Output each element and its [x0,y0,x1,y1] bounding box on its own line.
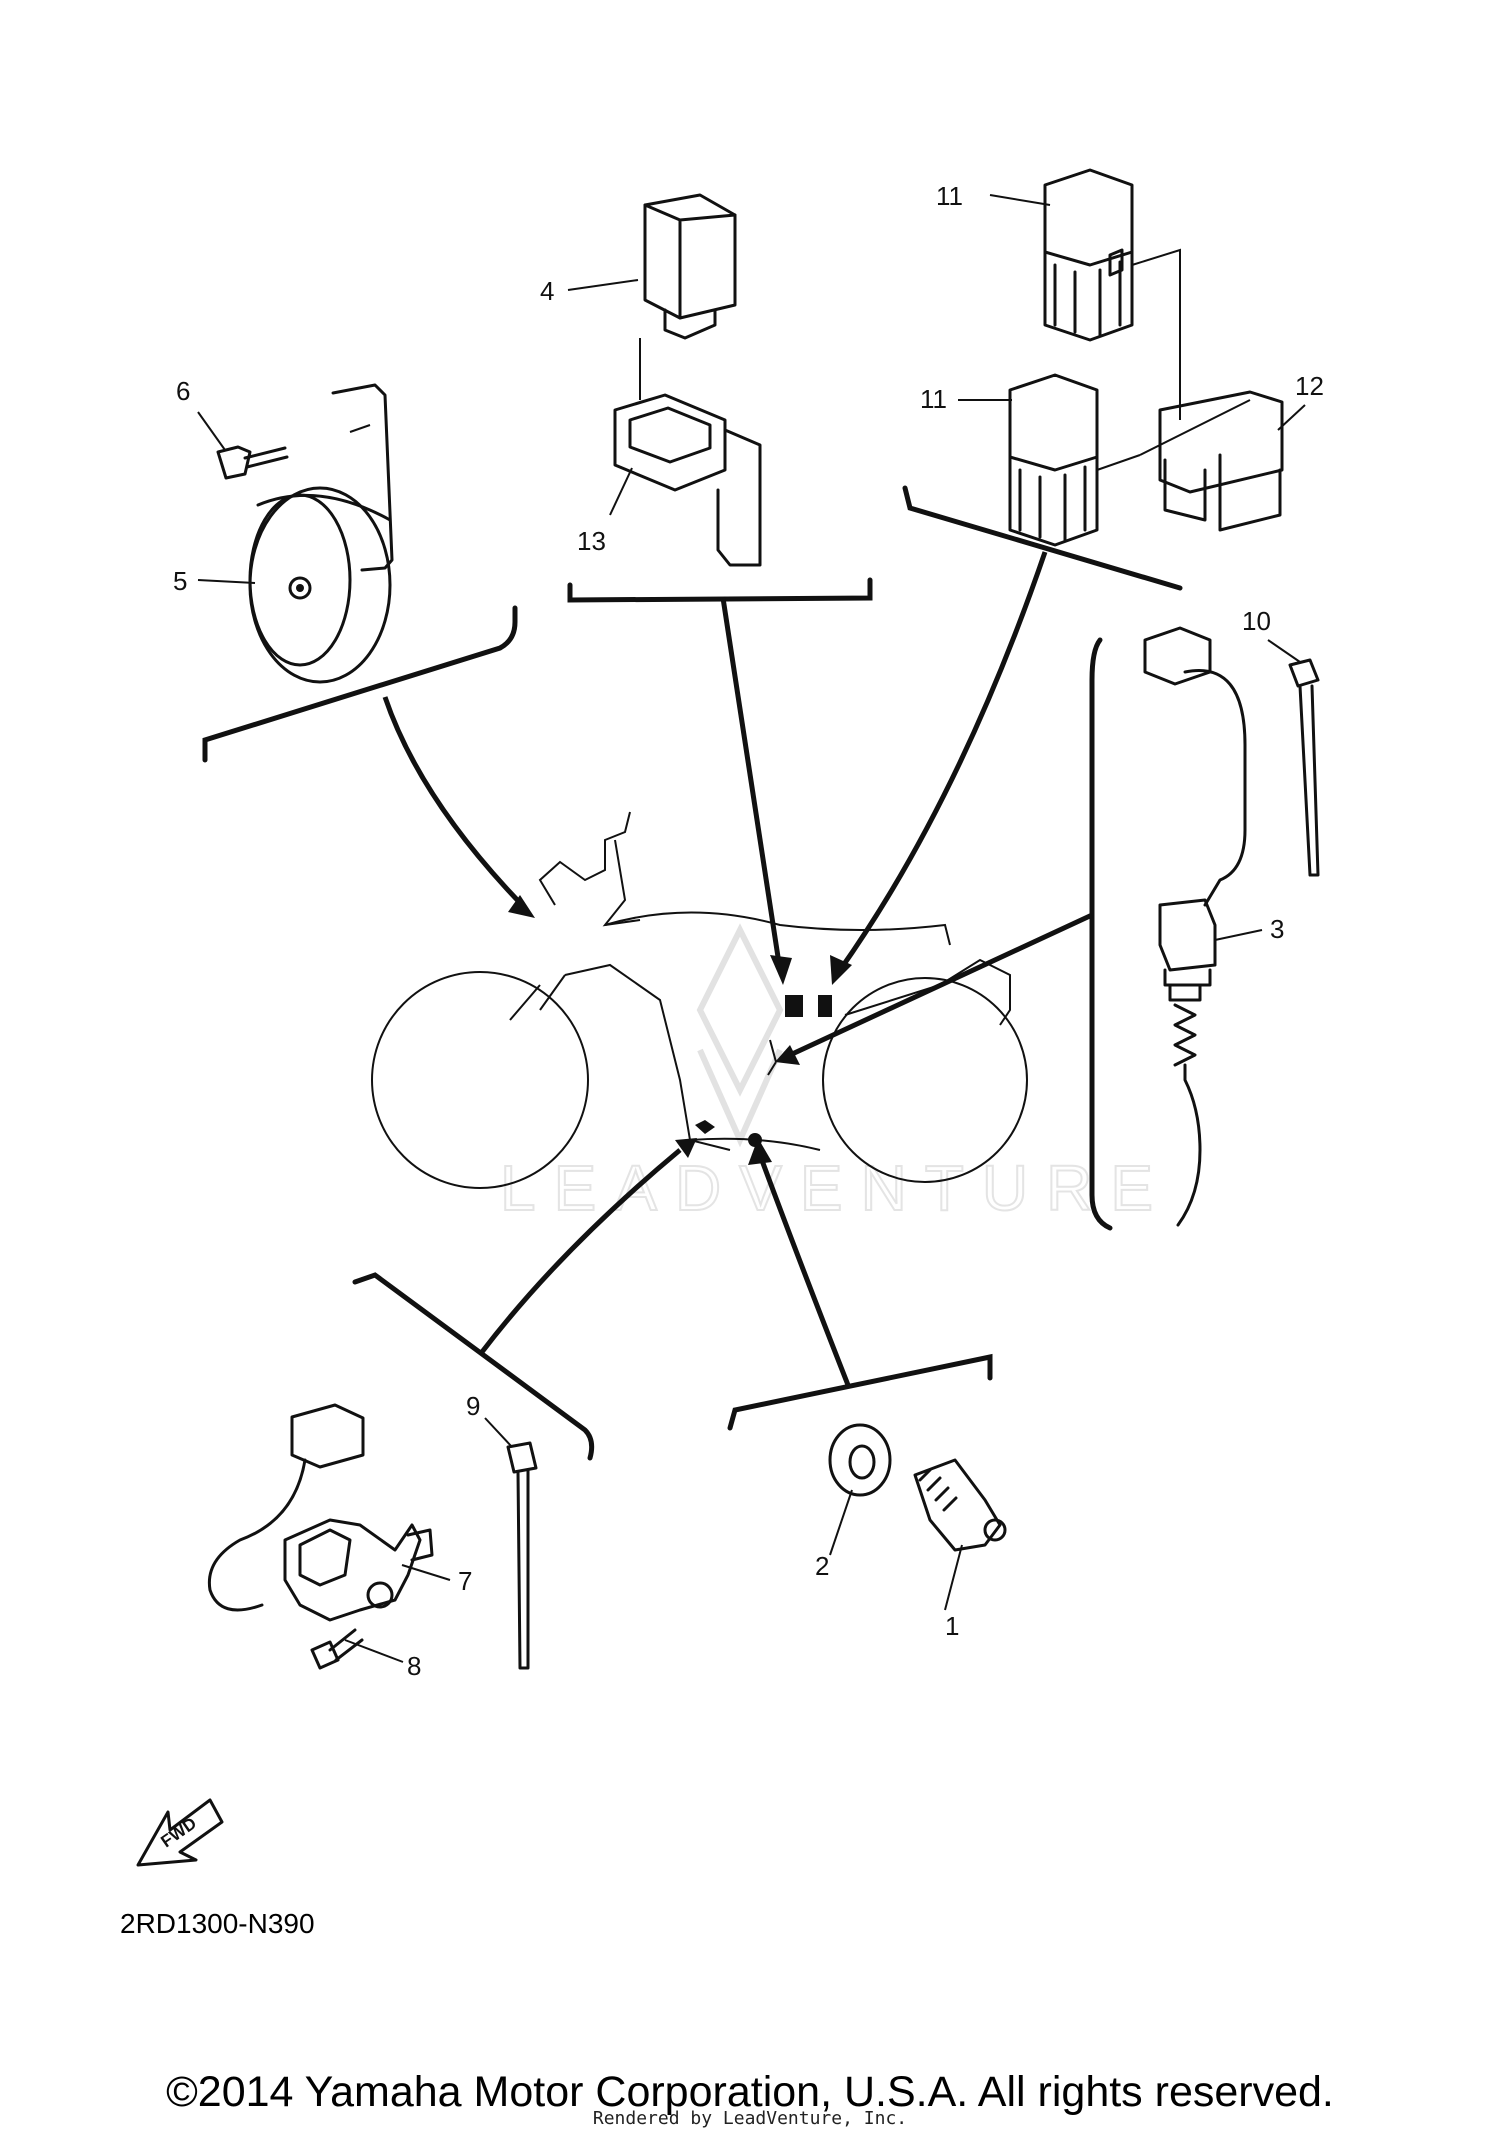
group-bracket-starter-relays [830,485,1183,985]
callout-8: 8 [407,1651,421,1681]
group-bracket-lower-left [352,1138,697,1461]
callout-5: 5 [173,566,187,596]
sensor-assembly-part-7 [207,1403,434,1622]
relay-part-4 [639,193,737,400]
motorcycle-outline [371,811,1028,1189]
callout-11-lower: 11 [920,384,947,414]
cable-tie-part-9 [506,1441,538,1670]
callout-11-upper: 11 [936,181,963,211]
diagram-code: 2RD1300-N390 [120,1908,315,1939]
callout-4: 4 [540,276,554,306]
connector-part-12 [1139,390,1284,532]
callout-1: 1 [945,1611,959,1641]
sensor-part-3 [1143,626,1247,1227]
group-bracket-lower-right [727,1138,993,1431]
callout-7: 7 [458,1566,472,1596]
copyright-notice: ©2014 Yamaha Motor Corporation, U.S.A. A… [166,2068,1334,2116]
cable-tie-part-10 [1288,658,1320,877]
starter-relay-part-11-upper [1043,168,1181,420]
fwd-arrow-icon: FWD [136,1798,224,1867]
screw-part-8 [310,1628,364,1670]
bolt-part-6 [216,445,289,480]
callout-10: 10 [1242,606,1271,636]
group-bracket-horn [202,605,535,918]
starter-relay-part-11-lower [1008,373,1141,547]
horn-part [248,383,394,684]
callout-2: 2 [815,1551,829,1581]
relay-bracket-part-13 [613,393,762,567]
callout-9: 9 [466,1391,480,1421]
callout-labels: 1 2 3 4 5 6 7 8 9 10 11 11 12 13 [173,181,1324,1681]
callout-12: 12 [1295,371,1324,401]
callout-3: 3 [1270,914,1284,944]
callout-13: 13 [577,526,606,556]
switch-part-1 [913,1458,1007,1552]
watermark-text: LEADVENTURE [500,1152,1171,1224]
callout-6: 6 [176,376,190,406]
render-credit: Rendered by LeadVenture, Inc. [592,2108,908,2129]
group-bracket-sensor [775,637,1113,1231]
leader-lines [197,194,1306,1663]
group-bracket-relay [567,577,873,985]
washer-part-2 [828,1423,892,1497]
